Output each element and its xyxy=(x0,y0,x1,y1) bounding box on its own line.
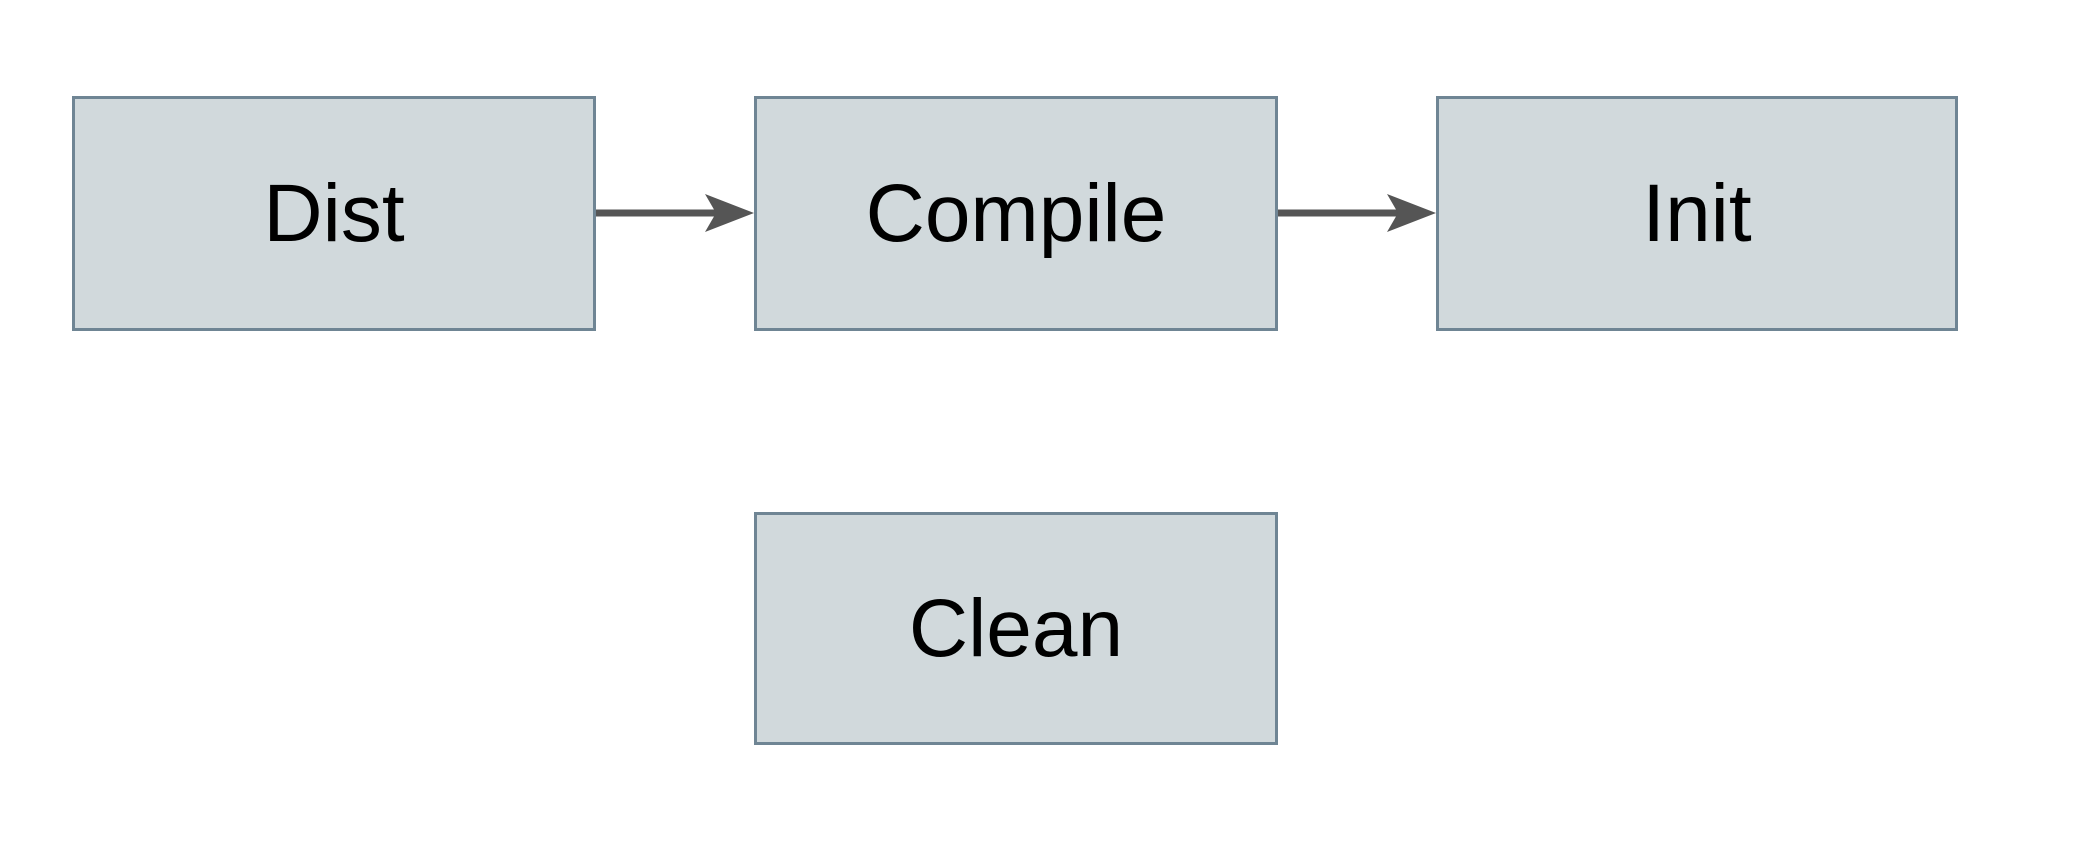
node-clean[interactable]: Clean xyxy=(754,512,1278,745)
node-compile[interactable]: Compile xyxy=(754,96,1278,331)
node-label: Init xyxy=(1642,167,1752,259)
edge-compile-to-init[interactable] xyxy=(1278,194,1436,232)
edge-dist-to-compile[interactable] xyxy=(596,194,754,232)
arrowhead-icon xyxy=(705,194,754,232)
node-label: Compile xyxy=(865,167,1167,259)
node-label: Clean xyxy=(908,582,1124,674)
node-dist[interactable]: Dist xyxy=(72,96,596,331)
node-label: Dist xyxy=(263,167,405,259)
arrowhead-icon xyxy=(1387,194,1436,232)
node-init[interactable]: Init xyxy=(1436,96,1958,331)
